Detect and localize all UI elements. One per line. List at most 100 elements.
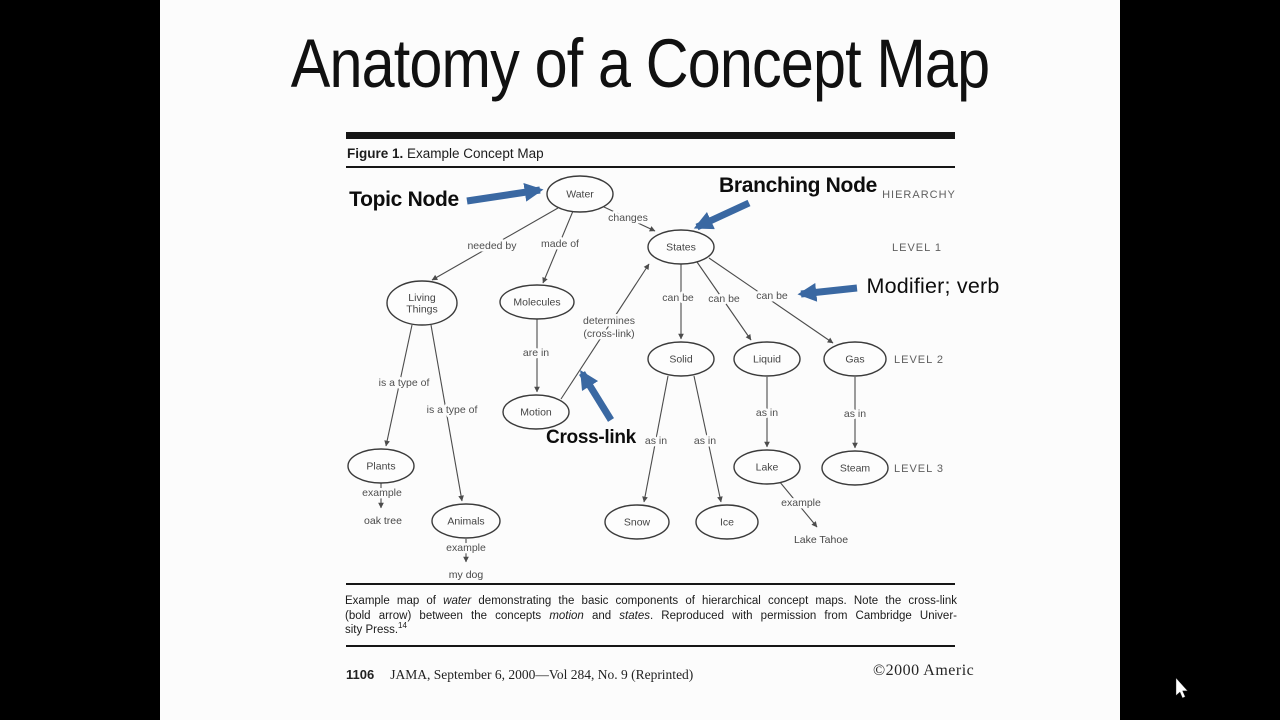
caption-line: Example map of water demonstrating the b…: [345, 595, 957, 607]
leaf-lake-tahoe: Lake Tahoe: [794, 534, 848, 546]
annotation-branching-node: Branching Node: [719, 174, 877, 197]
edge-as-in-ice: [693, 375, 723, 503]
annotation-arrow-topic-node: [466, 182, 544, 205]
slide-title: Anatomy of a Concept Map: [290, 25, 990, 102]
edge-needed-by: [431, 207, 559, 281]
concept-node-label-steam: Steam: [840, 463, 871, 475]
annotation-arrow-modifier-verb: [797, 282, 858, 302]
concept-node-label-liquid: Liquid: [753, 354, 781, 366]
concept-node-ellipse-plants: [347, 448, 415, 484]
concept-node-ice: Ice: [695, 504, 759, 540]
concept-node-ellipse-water: [546, 175, 614, 213]
concept-node-ellipse-molecules: [499, 284, 575, 320]
edge-label-is-a-type-of-animals: is a type of: [427, 404, 478, 416]
concept-node-ellipse-ice: [695, 504, 759, 540]
concept-node-label-states: States: [666, 242, 696, 254]
edge-as-in-snow: [642, 375, 669, 503]
concept-node-label-motion: Motion: [520, 407, 552, 419]
annotation-arrow-branching-node: [693, 199, 751, 231]
edge-label-example-lake-tahoe: example: [781, 497, 821, 509]
edge-example-lake-tahoe: [778, 480, 818, 528]
leaf-oak-tree: oak tree: [364, 515, 402, 527]
edge-label-example-my-dog: example: [446, 542, 486, 554]
concept-node-snow: Snow: [604, 504, 670, 540]
concept-node-ellipse-living-things: [386, 280, 458, 326]
figure-top-bar: [346, 132, 955, 139]
concept-node-ellipse-states: [647, 229, 715, 265]
edge-is-a-type-of-plants: [384, 324, 413, 447]
concept-node-ellipse-liquid: [733, 341, 801, 377]
concept-node-ellipse-lake: [733, 449, 801, 485]
mouse-cursor: [1175, 677, 1189, 699]
copyright-notice: ©2000 Americ: [873, 662, 975, 679]
concept-node-ellipse-solid: [647, 341, 715, 377]
edge-label-as-in-steam: as in: [844, 408, 866, 420]
annotation-arrow-cross-link: [579, 369, 614, 422]
concept-node-gas: Gas: [823, 341, 887, 377]
edge-can-be-liquid: [696, 261, 752, 341]
concept-node-ellipse-steam: [821, 450, 889, 486]
edge-changes: [603, 206, 656, 232]
edge-label-is-a-type-of-plants: is a type of: [379, 377, 430, 389]
page-number: 1106: [346, 667, 375, 682]
concept-node-ellipse-animals: [431, 503, 501, 539]
edge-is-a-type-of-animals: [430, 324, 464, 502]
concept-node-lake: Lake: [733, 449, 801, 485]
concept-node-ellipse-motion: [502, 394, 570, 430]
hierarchy-label-level-1: LEVEL 1: [892, 242, 942, 254]
hierarchy-label-hierarchy: HIERARCHY: [882, 189, 956, 201]
hierarchy-label-level-3: LEVEL 3: [894, 463, 944, 475]
caption-line: (bold arrow) between the concepts motion…: [345, 609, 957, 622]
concept-node-solid: Solid: [647, 341, 715, 377]
figure-header: Figure 1. Example Concept Map: [347, 146, 544, 161]
concept-node-steam: Steam: [821, 450, 889, 486]
edge-label-can-be-liquid: can be: [708, 293, 740, 305]
concept-node-label-lake: Lake: [756, 462, 779, 474]
slide-background: [160, 0, 1120, 720]
edge-label-needed-by: needed by: [467, 240, 517, 252]
concept-node-label-solid: Solid: [669, 354, 693, 366]
journal-footer: 1106 JAMA, September 6, 2000—Vol 284, No.…: [346, 666, 693, 684]
figure-number: Figure 1.: [347, 146, 404, 161]
edge-label-made-of: made of: [541, 238, 579, 250]
concept-node-states: States: [647, 229, 715, 265]
concept-node-label-living-things: Living: [408, 292, 436, 304]
annotation-topic-node: Topic Node: [349, 188, 459, 211]
figure-rule-above-caption: [346, 583, 955, 585]
concept-node-plants: Plants: [347, 448, 415, 484]
annotation-modifier-verb: Modifier; verb: [866, 274, 999, 298]
concept-node-molecules: Molecules: [499, 284, 575, 320]
concept-node-ellipse-snow: [604, 504, 670, 540]
concept-node-label-gas: Gas: [845, 354, 864, 366]
concept-node-label-plants: Plants: [366, 461, 395, 473]
figure-caption: Example map of water demonstrating the b…: [345, 594, 957, 638]
concept-node-animals: Animals: [431, 503, 501, 539]
edge-label-example-oak-tree: example: [362, 487, 402, 499]
edge-label-as-in-ice: as in: [694, 435, 716, 447]
figure-rule-top: [346, 166, 955, 168]
journal-citation: JAMA, September 6, 2000—Vol 284, No. 9 (…: [390, 667, 694, 682]
concept-node-label-water: Water: [566, 189, 594, 201]
concept-node-label-ice: Ice: [720, 517, 734, 529]
edge-label-can-be-gas: can be: [756, 290, 788, 302]
concept-node-label-animals: Animals: [447, 516, 484, 528]
edge-label-as-in-snow: as in: [645, 435, 667, 447]
concept-node-label-snow: Snow: [624, 517, 651, 529]
hierarchy-labels: HIERARCHY LEVEL 1 LEVEL 2 LEVEL 3: [882, 189, 956, 475]
concept-node-label-molecules: Molecules: [513, 297, 560, 309]
concept-node-liquid: Liquid: [733, 341, 801, 377]
hierarchy-label-level-2: LEVEL 2: [894, 354, 944, 366]
edge-made-of: [542, 210, 574, 284]
annotation-cross-link: Cross-link: [546, 427, 637, 448]
edge-label-changes: changes: [608, 212, 648, 224]
concept-node-ellipse-gas: [823, 341, 887, 377]
figure-rule-below-caption: [346, 645, 955, 647]
figure-title: Example Concept Map: [403, 146, 544, 161]
concept-node-motion: Motion: [502, 394, 570, 430]
